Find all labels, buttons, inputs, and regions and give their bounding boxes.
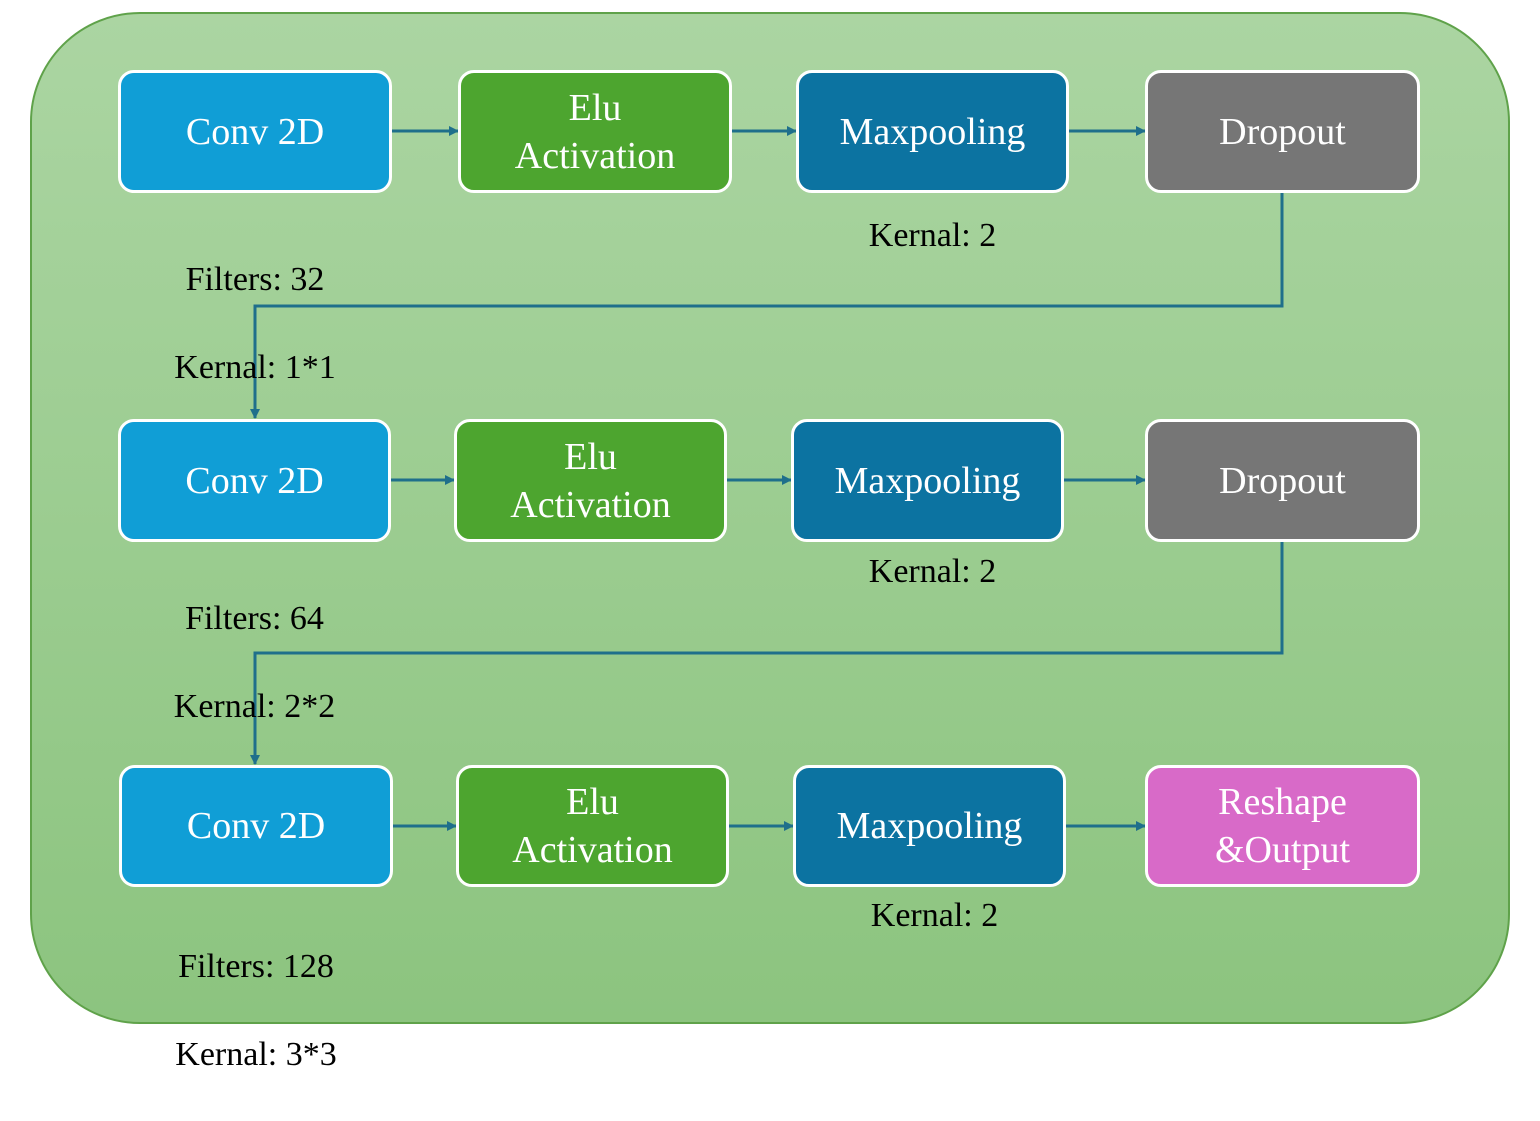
connector-row2-to-row3: [250, 542, 1284, 765]
maxpooling-block-2: Maxpooling: [791, 419, 1064, 542]
filters-label: Filters: 64: [185, 600, 324, 637]
kernel-label: Kernal: 1*1: [174, 349, 336, 386]
pool-kernel-label-3: Kernal: 2: [870, 897, 999, 934]
pool-kernel-label-2: Kernal: 2: [868, 553, 997, 590]
connector-row1-to-row2: [250, 193, 1284, 419]
elu-activation-block-2: Elu Activation: [454, 419, 727, 542]
dropout-block-2: Dropout: [1145, 419, 1420, 542]
filters-label: Filters: 32: [185, 261, 325, 298]
conv-params-3: Filters: 128 Kernal: 3*3: [119, 901, 393, 1121]
conv2d-block-1: Conv 2D: [118, 70, 392, 193]
conv2d-block-2: Conv 2D: [118, 419, 391, 542]
kernel-label: Kernal: 2*2: [173, 688, 336, 725]
pool-kernel-label-1: Kernal: 2: [868, 217, 997, 254]
conv-params-1: Filters: 32 Kernal: 1*1: [118, 214, 392, 434]
kernel-label: Kernal: 3*3: [175, 1036, 337, 1073]
elu-activation-block-1: Elu Activation: [458, 70, 732, 193]
conv-params-2: Filters: 64 Kernal: 2*2: [118, 553, 391, 773]
reshape-output-block: Reshape &Output: [1145, 765, 1420, 887]
maxpooling-block-3: Maxpooling: [793, 765, 1066, 887]
maxpooling-block-1: Maxpooling: [796, 70, 1069, 193]
filters-label: Filters: 128: [178, 948, 334, 985]
elu-activation-block-3: Elu Activation: [456, 765, 729, 887]
dropout-block-1: Dropout: [1145, 70, 1420, 193]
conv2d-block-3: Conv 2D: [119, 765, 393, 887]
flow-arrows: [250, 126, 1284, 831]
